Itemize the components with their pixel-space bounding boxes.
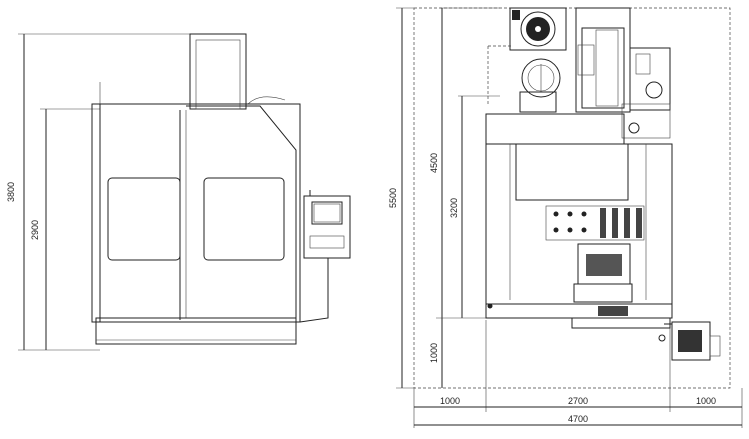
- dim-front-clearance: 1000: [429, 317, 486, 388]
- cable-chain: [247, 96, 286, 105]
- front-body: [485, 113, 673, 329]
- front-view: 5500 4500 3200 1000 1000 2700: [388, 7, 743, 428]
- dim-label-5500: 5500: [388, 188, 398, 208]
- dim-label-4500: 4500: [429, 153, 439, 173]
- hydraulic-unit: [621, 47, 671, 139]
- dim-side-overall-height: 3800: [6, 33, 190, 351]
- dim-label-2900: 2900: [30, 220, 40, 240]
- dim-label-1000-vertical: 1000: [429, 343, 439, 363]
- dim-front-overall-height: 5500: [388, 7, 414, 389]
- spindle-motor: [509, 7, 567, 51]
- front-control-panel: [658, 321, 721, 361]
- dim-label-1000-left: 1000: [440, 396, 460, 406]
- tool-pockets: [545, 205, 645, 241]
- column-housing: [575, 7, 631, 113]
- side-column: [189, 33, 247, 110]
- dim-label-3800: 3800: [6, 182, 16, 202]
- dim-front-widths: 1000 2700 1000 4700: [413, 320, 743, 428]
- dim-side-body-height: 2900: [30, 108, 100, 350]
- dim-label-4700: 4700: [568, 414, 588, 424]
- side-body: [91, 103, 301, 345]
- side-view: 3800 2900: [6, 33, 351, 351]
- dim-label-1000-right: 1000: [696, 396, 716, 406]
- envelope-outline: [413, 7, 731, 389]
- dim-front-column-height: 4500: [429, 7, 500, 318]
- work-area: [573, 243, 633, 303]
- dim-label-2700: 2700: [568, 396, 588, 406]
- tool-changer: [519, 58, 561, 113]
- dim-front-table-height: 3200: [449, 95, 500, 318]
- dim-label-3200: 3200: [449, 198, 459, 218]
- side-control-panel: [299, 190, 351, 323]
